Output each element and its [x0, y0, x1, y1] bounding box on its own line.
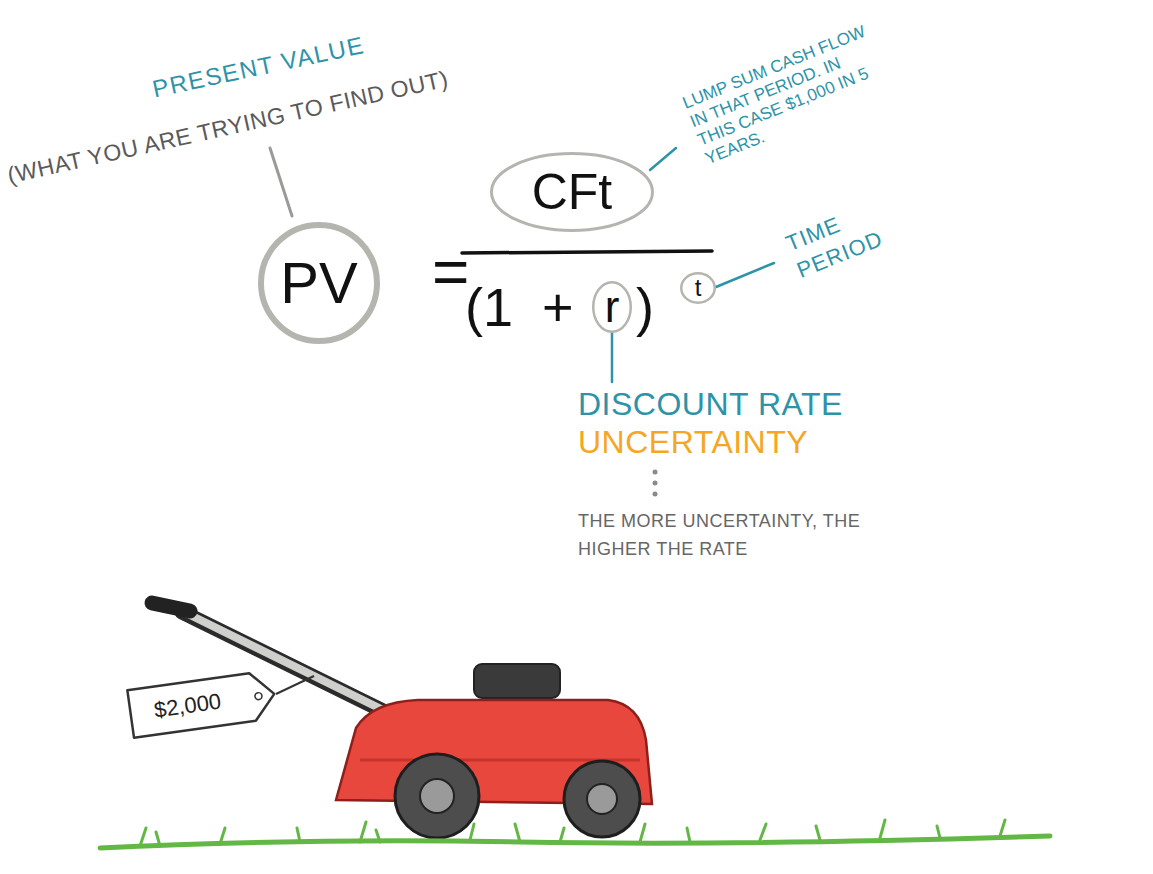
callout-note: TIME PERIOD — [782, 195, 896, 285]
formula-part: ) — [636, 276, 654, 338]
leader-line — [650, 148, 676, 170]
node-text: PV — [280, 254, 357, 312]
tag-string — [276, 676, 314, 694]
callout-note: LUMP SUM CASH FLOW IN THAT PERIOD. IN TH… — [680, 20, 895, 169]
leader-line — [716, 263, 774, 287]
leader-line — [611, 331, 614, 382]
price-tag: $2,000 — [127, 670, 277, 738]
node-text: CFt — [532, 167, 613, 217]
dot — [653, 481, 658, 486]
leader-lines — [270, 148, 774, 382]
fraction-bar — [462, 251, 712, 253]
oval-outline — [593, 282, 631, 332]
tag-outline — [127, 670, 277, 738]
formula-part: (1 + — [465, 276, 574, 338]
mower-hub — [420, 779, 454, 813]
mower-hub — [587, 784, 617, 814]
mower-engine-cap — [474, 664, 560, 698]
callout-title: DISCOUNT RATE — [578, 386, 843, 423]
grass-line — [100, 836, 1050, 848]
node-text: r — [605, 285, 620, 329]
mower-grip — [152, 603, 190, 611]
cash-flow-oval: CFt — [490, 152, 654, 232]
equals-sign: = — [432, 236, 469, 310]
node-text: t — [695, 276, 702, 300]
mower-wheel — [395, 754, 479, 838]
leader-line — [270, 148, 292, 216]
callout-note: THE MORE UNCERTAINTY, THE HIGHER THE RAT… — [578, 508, 868, 564]
oval-outline — [681, 273, 715, 303]
dotted-leader — [653, 470, 658, 497]
oval-outline — [492, 154, 653, 231]
circle-outline — [261, 225, 377, 341]
grass — [100, 820, 1050, 848]
tag-hole — [254, 692, 262, 700]
time-oval: t — [680, 272, 716, 304]
dot — [653, 492, 658, 497]
mower-wheel — [564, 761, 640, 837]
callout-title: UNCERTAINTY — [578, 424, 808, 461]
rate-oval: r — [592, 281, 632, 333]
dot — [653, 470, 658, 475]
grass-tufts — [140, 820, 1005, 846]
present-value-circle: PV — [258, 222, 380, 344]
